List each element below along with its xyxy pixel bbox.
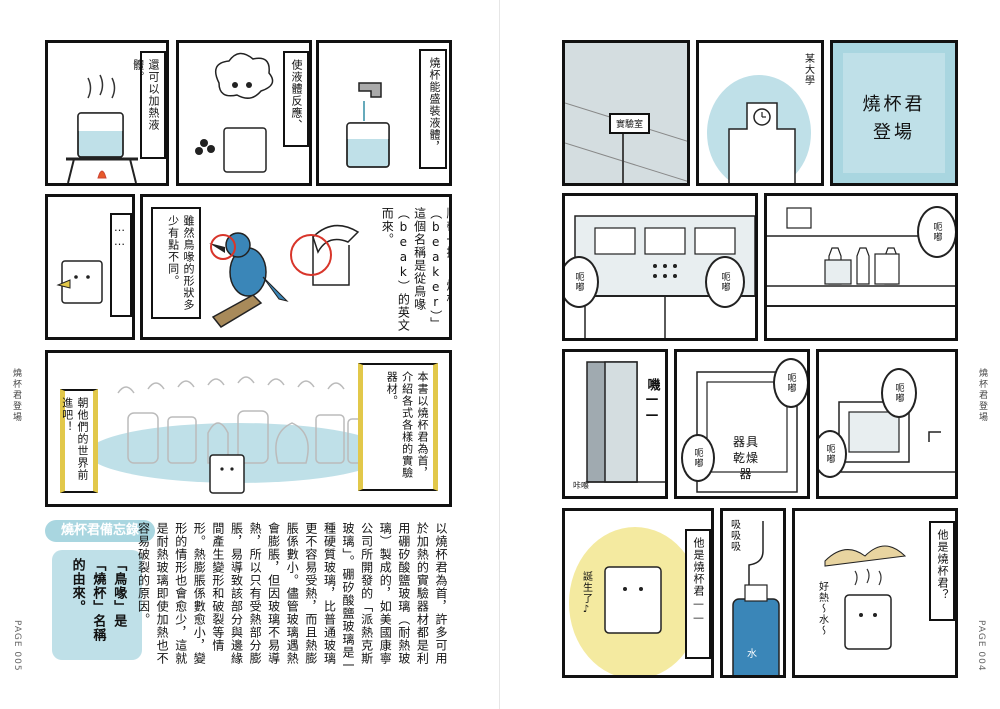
caption-box: 他是燒杯君—— — [685, 529, 711, 659]
speech-bubble: 呃嘟 — [819, 430, 847, 478]
beaker-with-beak-illustration — [56, 260, 103, 304]
caption-box: 還可以加熱液體。 — [132, 51, 166, 159]
door-illustration — [586, 361, 665, 483]
caption-text: 順帶一提，「燒杯（beaker）」這個名稱是從鳥喙（beak）的英文而來。 — [380, 207, 452, 332]
caption-box: 本書以燒杯君為首，介紹各式各樣的實驗器材。 — [358, 363, 438, 491]
hot-text: 好熱～水～ — [816, 581, 828, 636]
ellipsis-caption: …… — [110, 213, 132, 317]
comic-panel-lab-sign: 實驗室 — [562, 40, 690, 186]
speech-bubble: 呃嘟 — [565, 256, 599, 308]
university-label: 某大學 — [802, 53, 814, 86]
comic-panel-instruments: 朝他們的世界前進吧！ 本書以燒杯君為首，介紹各式各樣的實驗器材。 — [45, 350, 452, 507]
comic-panel-reaction: 使液體反應、 — [176, 40, 312, 186]
bird-and-beak-illustration — [209, 224, 360, 328]
glowing-beaker-illustration — [569, 527, 701, 675]
comic-panel-bird: 雖然鳥喙的形狀多少有點不同。 順帶一提，「燒杯（beaker）」這個名稱是從鳥喙… — [140, 194, 452, 340]
speech-bubble: 呃嘟 — [917, 206, 955, 258]
lab-shelf-illustration — [767, 207, 955, 307]
comic-panel-hot: 他是燒杯君？ 好熱～水～ — [792, 508, 958, 678]
comic-panel-birth: 誕生了♪ 他是燒杯君—— — [562, 508, 714, 678]
side-label: 燒杯君登場 — [977, 368, 987, 423]
caption-box: 朝他們的世界前進吧！ — [60, 389, 98, 493]
water-label: 水 — [747, 649, 757, 660]
caption-box: 他是燒杯君？ — [929, 521, 955, 621]
comic-panel-shelves: 呃嘟 — [764, 193, 958, 341]
memo-title: 燒杯君備忘錄 — [45, 520, 155, 542]
wash-bottle-illustration — [732, 521, 780, 675]
title-line-2: 登場 — [873, 122, 915, 143]
comic-panel-dryer: 器具乾燥器 呃嘟 呃嘟 — [674, 349, 810, 499]
right-page: 實驗室 某大學 燒杯君 登場 呃嘟 — [500, 0, 1000, 709]
side-label: 燒杯君登場 — [11, 368, 21, 423]
speech-bubble: 呃嘟 — [705, 256, 745, 308]
page-number: PAGE 005 — [12, 620, 22, 672]
comic-panel-hold-liquid: 燒杯能盛裝液體， — [316, 40, 452, 186]
lab-sign: 實驗室 — [609, 113, 651, 134]
memo-box: 「鳥喙」是「燒杯」名稱的由來。 — [52, 550, 142, 660]
dryer-label: 器具乾燥器 — [732, 435, 759, 482]
smoke-beaker-illustration — [195, 52, 274, 173]
faucet-beaker-illustration — [346, 82, 390, 168]
left-page: 還可以加熱液體。 使液體反應、 燒杯能盛裝液體， …… — [11, 40, 452, 672]
instrument-crowd-illustration — [88, 376, 388, 494]
caption-box: 使液體反應、 — [283, 51, 309, 147]
comic-panel-heating: 還可以加熱液體。 — [45, 40, 169, 186]
speech-bubble: 呃嘟 — [773, 358, 807, 408]
sfx-small: 咔嚓 — [573, 481, 589, 490]
comic-panel-title: 燒杯君 登場 — [830, 40, 958, 186]
comic-panel-lab-equipment: 呃嘟 呃嘟 — [562, 193, 758, 341]
university-building-illustration — [707, 75, 811, 183]
speech-bubble: 呃嘟 — [681, 434, 715, 482]
burner-illustration — [66, 74, 138, 183]
comic-panel-dryer-open: 呃嘟 呃嘟 — [816, 349, 958, 499]
sfx-door: 嘰—— — [644, 378, 660, 424]
hot-beaker-illustration — [824, 545, 907, 650]
sfx-bottle: 吸吸吸 — [728, 519, 740, 552]
caption-box: 燒杯能盛裝液體， — [419, 49, 447, 169]
body-text: 以燒杯君為首，許多可用於加熱的實驗器材都是利用硼矽酸鹽玻璃（耐熱玻璃）製成的，如… — [136, 522, 449, 672]
title-line-1: 燒杯君 — [862, 94, 926, 115]
born-text: 誕生了♪ — [580, 571, 592, 616]
memo-text: 「鳥喙」是「燒杯」名稱的由來。 — [69, 558, 127, 642]
caption-box: 雖然鳥喙的形狀多少有點不同。 — [151, 207, 201, 319]
comic-panel-wash-bottle: 吸吸吸 水 — [720, 508, 786, 678]
page-number: PAGE 004 — [976, 620, 986, 672]
comic-panel-door: 嘰—— 咔嚓 — [562, 349, 668, 499]
comic-panel-university: 某大學 — [696, 40, 824, 186]
comic-panel-beaker-face: …… — [45, 194, 135, 340]
speech-bubble: 呃嘟 — [881, 368, 917, 418]
